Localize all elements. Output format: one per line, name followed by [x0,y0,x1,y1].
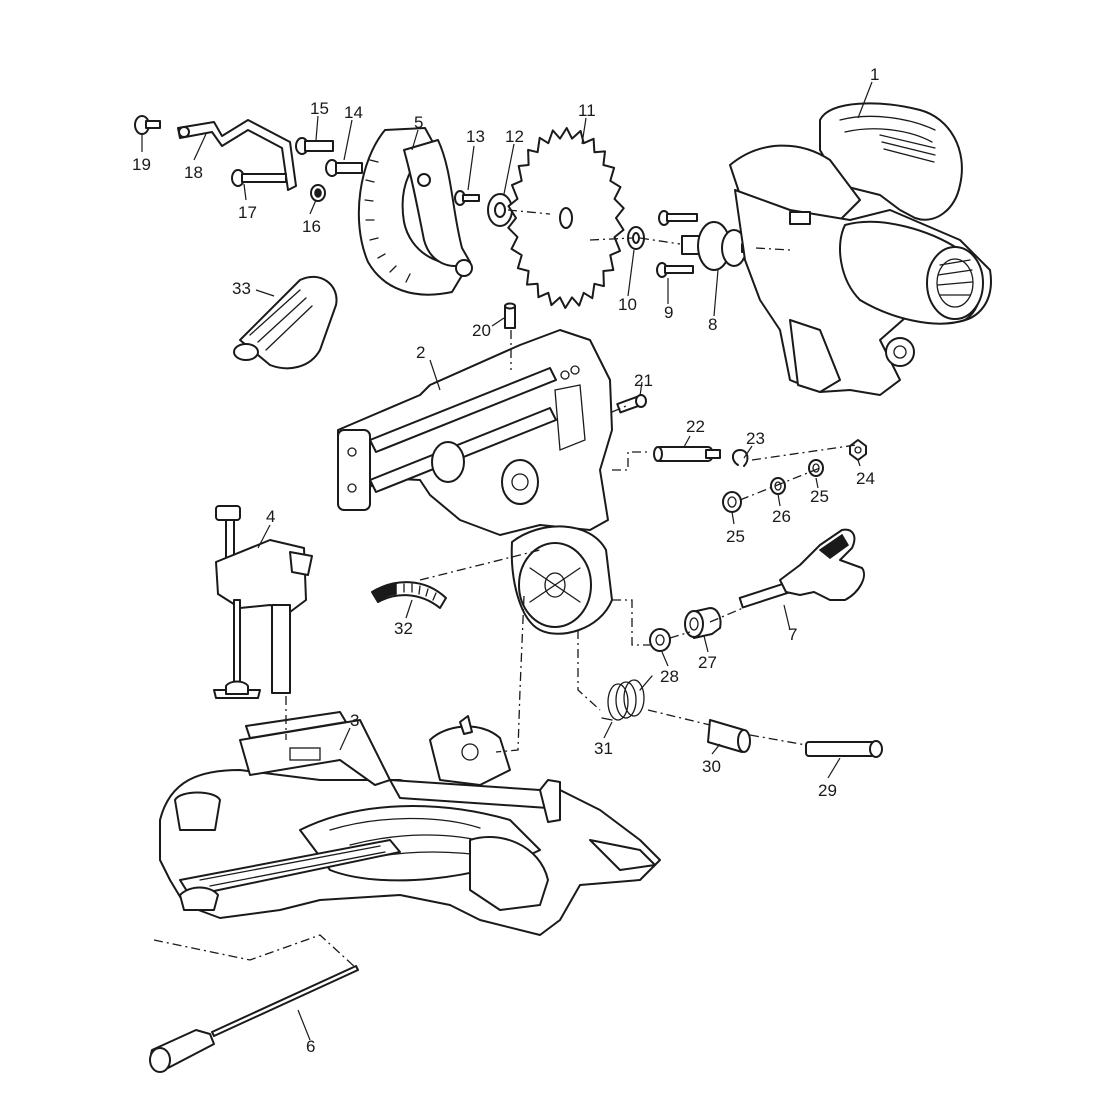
callout-32: 32 [394,619,413,638]
leader-lines [141,81,873,1041]
part-4-hold-down-clamp [213,505,313,699]
part-2-pivot-housing [337,329,613,536]
callout-22: 22 [686,417,705,436]
callout-27: 27 [698,653,717,672]
part-1-motor-head [729,102,992,396]
part-3-base-fence [159,711,661,936]
part-7-lock-lever [738,528,865,609]
part-28-washer [649,628,671,652]
part-9-screws [656,210,698,278]
callout-5: 5 [414,113,423,132]
part-25-washer-b [722,491,742,513]
part-5-blade-guard [357,127,473,296]
part-25-washer-a [808,459,824,477]
part-13-bolt [454,190,480,206]
callout-labels: 1 2 3 4 5 6 7 8 9 10 11 12 13 14 15 16 1… [132,65,879,1056]
callout-20: 20 [472,321,491,340]
part-6-rod-knob [149,965,359,1073]
callout-12: 12 [505,127,524,146]
part-24-nut [849,439,867,461]
callout-13: 13 [466,127,485,146]
part-16-nut [310,184,326,202]
callout-19: 19 [132,155,151,174]
callout-26: 26 [772,507,791,526]
part-21-pin [616,394,647,414]
callout-9: 9 [664,303,673,322]
callout-2: 2 [416,343,425,362]
callout-7: 7 [788,625,797,644]
part-22-shaft [653,446,721,462]
callout-24: 24 [856,469,875,488]
part-19-screw [134,115,161,135]
callout-33: 33 [232,279,251,298]
callout-21: 21 [634,371,653,390]
callout-6: 6 [306,1037,315,1056]
callout-16: 16 [302,217,321,236]
part-32-bevel-scale [370,581,447,609]
part-26-washer [770,477,786,495]
callout-25-lower: 25 [726,527,745,546]
callout-18: 18 [184,163,203,182]
callout-10: 10 [618,295,637,314]
callout-25-upper: 25 [810,487,829,506]
callout-30: 30 [702,757,721,776]
part-30-sleeve [707,719,751,753]
part-15-pin [295,137,334,155]
part-14-pin [325,159,363,177]
part-29-pin [805,740,883,758]
callout-11: 11 [578,101,596,120]
part-11-saw-blade [507,127,625,309]
callout-1: 1 [870,65,879,84]
callout-8: 8 [708,315,717,334]
part-18-bent-rod [177,119,297,191]
part-17-screw [231,169,287,187]
part-33-handle-cover [233,275,338,370]
callout-17: 17 [238,203,257,222]
part-23-clip [732,449,749,467]
pivot-wheel [510,525,613,635]
part-20-pin [504,302,516,329]
part-27-bushing [684,607,722,639]
callout-15: 15 [310,99,329,118]
callout-29: 29 [818,781,837,800]
callout-14: 14 [344,103,363,122]
part-31-torsion-spring [601,675,653,721]
callout-31: 31 [594,739,613,758]
callout-28: 28 [660,667,679,686]
alignment-lines [153,209,857,969]
callout-3: 3 [350,711,359,730]
callout-23: 23 [746,429,765,448]
callout-4: 4 [266,507,275,526]
